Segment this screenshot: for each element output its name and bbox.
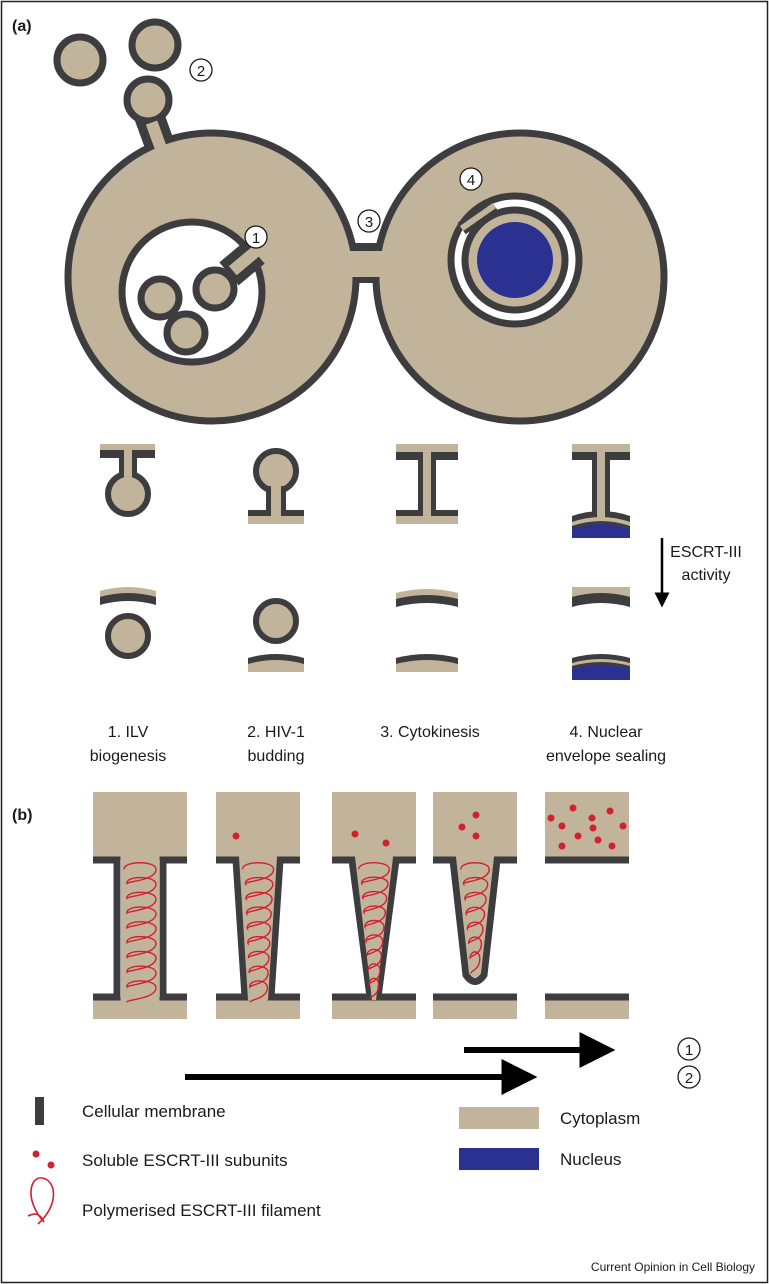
ilv-before <box>100 444 155 517</box>
marker-1: 1 <box>244 225 268 249</box>
released-vesicle <box>128 18 182 72</box>
cell-overview <box>53 18 668 425</box>
abscission-stage-5 <box>545 792 629 1019</box>
midbody-lumen <box>335 251 395 277</box>
process-label-1-line2: biogenesis <box>90 748 167 765</box>
nuclear-envelope-before <box>572 444 630 538</box>
escrt-filament <box>123 862 157 1004</box>
soluble-escrt-subunit <box>351 830 359 838</box>
soluble-escrt-subunit <box>472 811 480 819</box>
process-label-2-line2: budding <box>248 748 305 765</box>
ilv-neck-lumen <box>228 246 260 276</box>
svg-text:1: 1 <box>685 1042 693 1059</box>
budding-vesicle <box>123 75 173 125</box>
legend-nucleus-label: Nucleus <box>560 1150 621 1169</box>
svg-text:2: 2 <box>197 63 205 80</box>
hiv-before <box>248 448 304 524</box>
intraluminal-vesicle <box>163 310 209 356</box>
cytokinesis-after <box>396 589 458 672</box>
legend-membrane-label: Cellular membrane <box>82 1102 226 1121</box>
legend-soluble-label: Soluble ESCRT-III subunits <box>82 1151 288 1170</box>
abscission-stage-3 <box>332 792 416 1019</box>
soluble-escrt-subunit <box>472 832 480 840</box>
legend-filament-swatch <box>27 1177 55 1225</box>
hiv-after <box>248 598 304 672</box>
soluble-escrt-subunit <box>458 823 466 831</box>
escrt-activity-label-line2: activity <box>682 567 731 584</box>
escrt-filament <box>460 862 490 974</box>
nucleus <box>477 222 553 298</box>
process-label-2-line1: 2. HIV-1 <box>247 724 305 741</box>
cytokinesis-before <box>396 444 458 524</box>
abscission-stage-1 <box>93 792 187 1019</box>
legend-nucleus-swatch <box>459 1148 539 1170</box>
legend-soluble-swatch <box>32 1150 40 1158</box>
process-label-3-line1: 3. Cytokinesis <box>380 724 480 741</box>
intraluminal-vesicle <box>137 275 183 321</box>
legend-soluble-swatch <box>47 1161 55 1169</box>
marker-2: 2 <box>189 58 213 82</box>
escrt-filament <box>241 862 275 1004</box>
intraluminal-vesicle-budding <box>192 266 238 312</box>
panel-b-label: (b) <box>12 807 32 824</box>
svg-text:4: 4 <box>467 172 475 189</box>
arrow-marker-2: 2 <box>677 1065 701 1089</box>
svg-text:2: 2 <box>685 1070 693 1087</box>
soluble-escrt-subunit <box>382 839 390 847</box>
legend-membrane-swatch <box>35 1097 44 1125</box>
soluble-escrt-subunit <box>232 832 240 840</box>
ilv-after <box>100 587 156 659</box>
nuclear-envelope-after <box>572 587 630 680</box>
legend-filament-label: Polymerised ESCRT-III filament <box>82 1201 321 1220</box>
svg-text:1: 1 <box>252 230 260 247</box>
svg-text:3: 3 <box>365 214 373 231</box>
process-label-4-line1: 4. Nuclear <box>570 724 644 741</box>
bud-neck-connection <box>145 120 167 151</box>
escrt-filament <box>357 862 391 1000</box>
legend-cytoplasm-swatch <box>459 1107 539 1129</box>
abscission-stage-4 <box>433 792 517 1019</box>
arrow-marker-1: 1 <box>677 1037 701 1061</box>
envelope-gap-lumen <box>459 203 497 231</box>
process-label-1-line1: 1. ILV <box>108 724 149 741</box>
process-label-4-line2: envelope sealing <box>546 748 666 765</box>
panel-a-label: (a) <box>12 18 32 35</box>
marker-4: 4 <box>459 167 483 191</box>
legend-cytoplasm-label: Cytoplasm <box>560 1109 640 1128</box>
abscission-stage-2 <box>216 792 300 1019</box>
released-vesicle <box>53 33 107 87</box>
journal-credit: Current Opinion in Cell Biology <box>591 1260 755 1274</box>
marker-3: 3 <box>357 209 381 233</box>
escrt-activity-label-line1: ESCRT-III <box>670 544 742 561</box>
soluble-escrt-subunits <box>547 804 627 850</box>
